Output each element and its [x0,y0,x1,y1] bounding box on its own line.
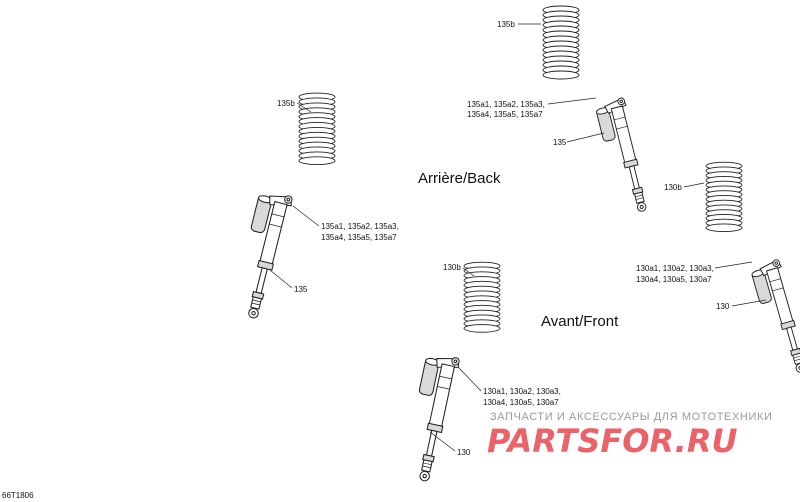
watermark-caption: ЗАПЧАСТИ И АКСЕССУАРЫ ДЛЯ МОТОТЕХНИКИ [490,411,772,423]
rear-right-kit-line2: 135a4, 135a5, 135a7 [467,110,543,119]
rear-right-shock-label: 135 [553,138,567,147]
front-right-shock [749,258,800,379]
front-right-spring-label: 130b [664,183,682,192]
front-left-kit-line2: 130a4, 130a5, 130a7 [483,398,559,407]
watermark-logo: PARTSFOR.RU [487,422,737,460]
rear-left-shock [229,188,294,321]
rear-left-spring-label: 135b [277,99,295,108]
rear-right-spring [542,5,580,80]
front-right-spring [705,161,743,233]
rear-left-kit-line2: 135a4, 135a5, 135a7 [321,233,397,242]
front-right-kit-line2: 130a4, 130a5, 130a7 [636,275,712,284]
rear-right-shock [594,96,653,217]
front-left-spring-label: 130b [443,263,461,272]
front-right-shock-label: 130 [716,302,730,311]
rear-left-kit-line1: 135a1, 135a2, 135a3, [321,222,399,231]
rear-right-spring-label: 135b [497,20,515,29]
rear-right-kit-line1: 135a1, 135a2, 135a3, [467,100,545,109]
rear-left-spring [298,92,336,166]
front-left-kit-line1: 130a1, 130a2, 130a3, [483,387,561,396]
figure-code: 66T1806 [2,491,34,500]
section-title-front: Avant/Front [541,313,619,330]
section-title-rear: Arrière/Back [418,170,501,187]
front-left-shock-label: 130 [457,448,471,457]
front-right-kit-line1: 130a1, 130a2, 130a3, [636,264,714,273]
rear-left-shock-label: 135 [294,285,308,294]
front-left-shock [400,351,461,484]
